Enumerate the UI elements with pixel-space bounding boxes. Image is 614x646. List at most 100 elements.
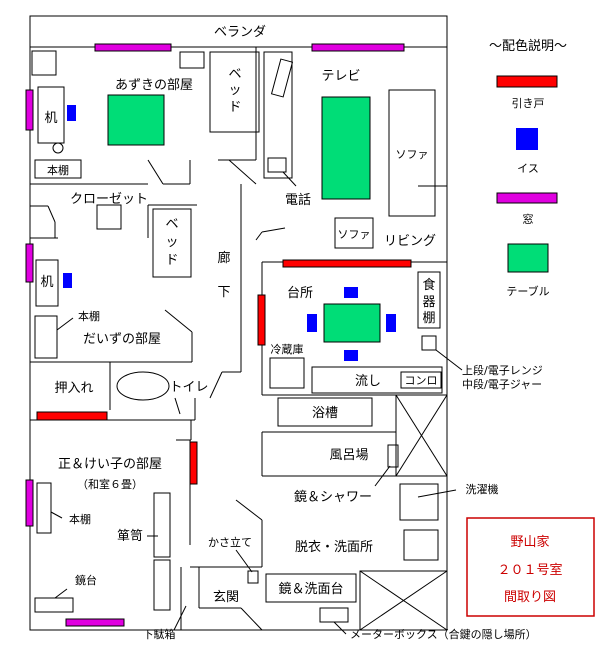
tv [270, 58, 294, 98]
azuki-stool-circle [52, 142, 64, 154]
title-family: 野山家 [510, 534, 549, 550]
table [323, 303, 381, 343]
label-umbrella-stand: かさ立て [208, 535, 252, 549]
sofa-large [388, 89, 436, 217]
telephone [267, 157, 287, 173]
label-phone: 電話 [285, 192, 311, 208]
shower-mirror [387, 444, 399, 468]
label-bed-1: ベ [228, 67, 241, 82]
label-tv: テレビ [321, 69, 360, 84]
chairs [63, 105, 396, 361]
legend-swatch-chair [516, 128, 538, 150]
leader-line [333, 621, 347, 635]
door [47, 205, 56, 223]
leader-line [173, 605, 187, 631]
washbasin [265, 573, 357, 603]
label-azuki-room: あずきの部屋 [115, 78, 193, 93]
washer-space [395, 394, 448, 477]
label-daizu-bookshelf: 本棚 [78, 309, 100, 323]
daizu-desk [35, 259, 59, 307]
label-fridge: 冷蔵庫 [271, 342, 304, 356]
leader-line [56, 317, 74, 331]
door [228, 159, 257, 185]
chair [344, 287, 358, 298]
legend-label-chair: イス [517, 162, 539, 175]
label-daizu-bed-1: ベ [165, 217, 178, 232]
leader-line [50, 511, 63, 519]
chair [63, 273, 72, 288]
label-stove: コンロ [405, 374, 438, 387]
outer-wall [29, 15, 448, 631]
label-parents-bookshelf: 本棚 [69, 512, 91, 526]
label-daizu-desk: 机 [40, 275, 53, 290]
toilet-bowl [116, 371, 170, 401]
windows [25, 43, 405, 627]
label-mirror-stand: 鏡台 [75, 573, 97, 587]
cross [359, 570, 448, 631]
label-kitchen: 台所 [287, 286, 313, 301]
label-bookshelf: 本棚 [47, 163, 69, 177]
cross [395, 394, 448, 477]
tables [107, 94, 381, 343]
sliding-doors [36, 259, 412, 485]
door [255, 231, 263, 241]
legend-label-table: テーブル [506, 284, 549, 298]
meter-box [319, 607, 349, 623]
window [25, 89, 34, 131]
legend-label-sliding-door: 引き戸 [512, 96, 545, 110]
parents-bookshelf [36, 482, 52, 534]
daizu-bed [152, 208, 192, 278]
chair [386, 314, 396, 332]
azuki-desk [37, 86, 65, 144]
label-corridor-1: 廊 [217, 250, 230, 266]
window [25, 479, 34, 527]
tansu-1 [153, 492, 171, 558]
label-daizu-bed-2: ッ [165, 235, 178, 250]
label-desk: 机 [44, 111, 57, 126]
closet-door [147, 159, 164, 185]
leader-line [374, 465, 391, 487]
mirror-stand [34, 597, 74, 613]
umbrella-stand [247, 570, 259, 584]
title-room-no: ２０１号室 [497, 562, 562, 578]
title-box: 野山家 ２０１号室 間取り図 [466, 517, 595, 617]
tv-stand [263, 51, 293, 179]
azuki-small-box [179, 51, 205, 69]
label-kitchen-note-1: 上段/電子レンジ [462, 363, 543, 377]
microwave-shelf [421, 335, 437, 351]
label-washbasin: 鏡＆洗面台 [278, 582, 343, 597]
dressing-box [403, 529, 439, 561]
sliding-door [189, 441, 198, 485]
label-sink: 流し [355, 374, 381, 389]
label-kitchen-note-2: 中段/電子ジャー [462, 377, 542, 391]
azuki-corner-box [31, 50, 57, 76]
door [235, 499, 263, 521]
tansu-2 [153, 559, 171, 611]
title-caption: 間取り図 [504, 590, 556, 605]
label-daizu-bed-3: ド [165, 253, 178, 268]
door [209, 371, 223, 399]
sink-counter [311, 366, 443, 394]
label-dressing: 脱衣・洗面所 [295, 539, 373, 555]
door [164, 309, 193, 333]
window [65, 618, 125, 627]
legend-label-window: 窓 [523, 212, 534, 226]
label-cupboard-2: 器 [422, 295, 435, 310]
label-tadashi-keiko-room: 正＆けい子の部屋 [58, 457, 162, 472]
window [94, 43, 172, 52]
label-sofa-large: ソファ [396, 148, 429, 161]
sliding-door [257, 294, 266, 346]
label-mirror-shower: 鏡＆シャワー [294, 490, 372, 505]
label-veranda: ベランダ [214, 25, 266, 40]
washer [399, 483, 439, 521]
label-living: リビング [384, 234, 436, 249]
label-oshiire: 押入れ [54, 381, 93, 396]
legend-swatch-window [496, 192, 558, 204]
legend-swatch-sliding-door [496, 75, 558, 88]
label-sofa-small: ソファ [338, 228, 371, 241]
leader-line [235, 549, 253, 573]
azuki-bookshelf [34, 159, 82, 179]
label-cupboard-1: 食 [422, 277, 435, 293]
stove [400, 371, 442, 389]
